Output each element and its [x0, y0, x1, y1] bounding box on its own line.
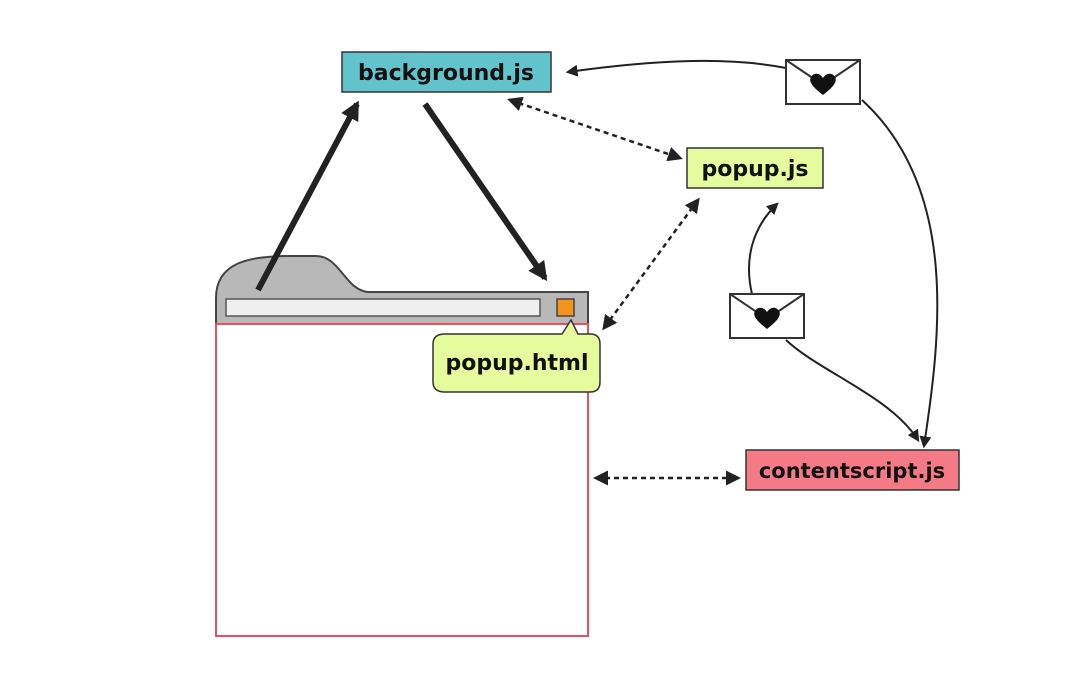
dashed-arrow-background-popup	[507, 96, 683, 162]
node-popup-html-bubble	[432, 318, 601, 393]
envelope-heart-icon	[785, 59, 861, 105]
node-popup-js: popup.js	[686, 147, 824, 189]
node-popup-js-box	[686, 147, 824, 189]
message-arrow-to-contentscript	[861, 99, 939, 449]
message-arrow-to-popup	[748, 202, 779, 295]
message-arrow-middle-to-contentscript	[785, 339, 920, 443]
address-bar	[225, 298, 541, 317]
envelope-heart-icon	[729, 293, 805, 339]
node-contentscript-js-label: contentscript.js	[759, 459, 945, 483]
arrow-browser-to-background	[255, 100, 360, 292]
node-popup-html-label: popup.html	[445, 351, 588, 376]
message-arrow-to-background	[565, 59, 787, 77]
node-popup-js-label: popup.js	[701, 157, 808, 182]
browser-window	[215, 255, 589, 637]
extension-action-button	[556, 298, 575, 317]
node-popup-html: popup.html	[432, 318, 601, 393]
node-background-js: background.js	[341, 51, 552, 93]
node-background-js-box	[341, 51, 552, 93]
node-contentscript-js-box	[745, 449, 960, 491]
node-background-js-label: background.js	[358, 61, 534, 86]
arrow-background-to-action	[422, 102, 548, 282]
node-contentscript-js: contentscript.js	[745, 449, 960, 491]
dashed-arrow-popup-browser	[602, 197, 700, 331]
